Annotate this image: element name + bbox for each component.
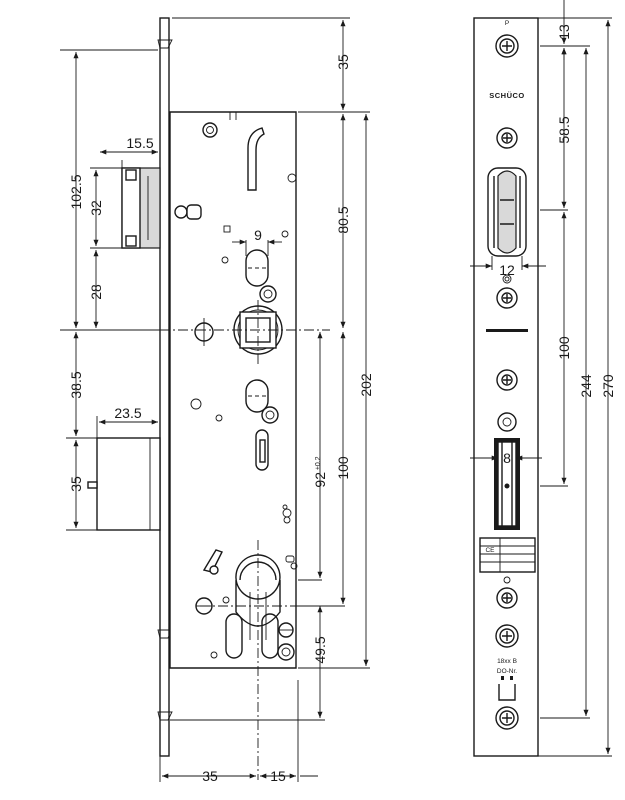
front-top-mark: P	[505, 20, 509, 27]
spring-slot	[247, 127, 265, 191]
front-screw-6-icon	[495, 624, 519, 648]
forend-screw-mid	[157, 629, 173, 639]
front-bolt-opening	[494, 438, 520, 530]
dim-49-5-label: 49.5	[312, 636, 328, 663]
dim-12-label: 12	[499, 262, 515, 278]
dim-28-label: 28	[88, 284, 104, 300]
front-screw-3-icon	[496, 287, 518, 309]
dim-38-5-label: 38.5	[68, 371, 84, 398]
dim-92-label: 92	[312, 472, 328, 488]
ce-label: CE	[479, 537, 536, 573]
dim-58-5-label: 58.5	[556, 116, 572, 143]
front-screw-bottom-icon	[495, 706, 519, 730]
dim-front-100-label: 100	[556, 336, 572, 360]
dim-15-label: 15	[270, 768, 286, 784]
front-screw-5-icon	[496, 587, 518, 609]
dim-front-13-label: 13	[556, 24, 572, 40]
front-screw-2-icon	[496, 127, 518, 149]
ce-mark: CE	[485, 547, 495, 554]
dim-102-5-label: 102.5	[68, 174, 84, 209]
latch-screw-icon	[174, 205, 188, 219]
dim-32-label: 32	[88, 200, 104, 216]
dim-8-label: 8	[503, 450, 511, 466]
forend-screw-top	[157, 39, 173, 49]
label-do-nr: DO-Nr.	[497, 668, 517, 675]
side-forend-plate	[159, 17, 170, 757]
dim-80-5-label: 80.5	[335, 206, 351, 233]
lock-case	[169, 111, 297, 669]
label-model: 18xx B	[497, 658, 517, 665]
dim-bolt-35-label: 35	[68, 476, 84, 492]
latch-bolt	[121, 167, 161, 249]
dim-23-5-label: 23.5	[114, 405, 141, 421]
front-latch-opening	[487, 167, 527, 257]
front-screw-4-icon	[496, 369, 518, 391]
dim-244-label: 244	[578, 374, 594, 398]
side-view: 35 80.5 202 100 92 ±0.2 49.5 102.5 32 28…	[60, 17, 374, 784]
dim-92-tolerance: ±0.2	[315, 456, 322, 470]
dim-9-label: 9	[254, 227, 262, 243]
front-screw-top-icon	[495, 34, 519, 58]
forend-screw-bot	[157, 711, 173, 721]
dim-100-label: 100	[335, 456, 351, 480]
dim-15-5-label: 15.5	[126, 135, 153, 151]
dead-bolt	[87, 437, 161, 531]
front-view: P SCHÜCO	[470, 0, 616, 757]
dim-202-label: 202	[358, 373, 374, 397]
brand-logo: SCHÜCO	[489, 91, 525, 100]
dim-270-label: 270	[600, 374, 616, 398]
dim-backset-35-label: 35	[202, 768, 218, 784]
dim-top-35-label: 35	[335, 54, 351, 70]
